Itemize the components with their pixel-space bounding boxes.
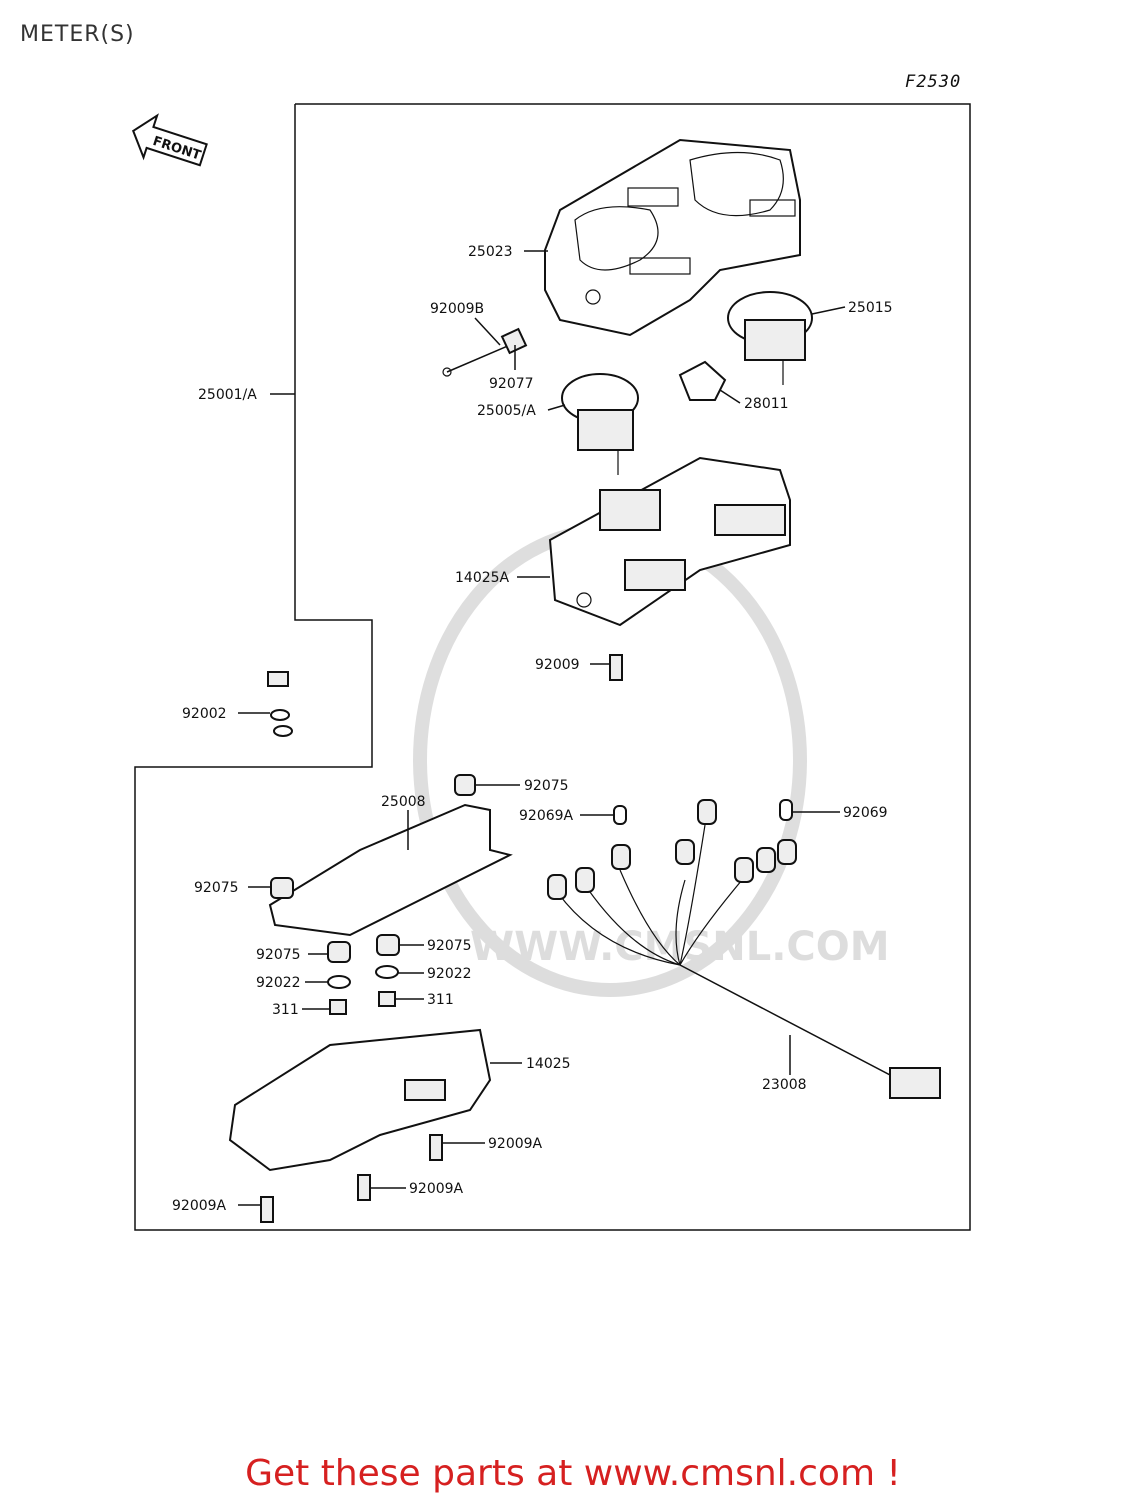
front-arrow-icon: FRONT [131, 113, 208, 167]
lower-screw-parts [260, 1134, 443, 1223]
label-25005A: 25005/A [477, 403, 536, 419]
meter-cover-part [544, 138, 801, 337]
leader-lines [238, 250, 846, 1206]
label-311-right: 311 [427, 992, 454, 1008]
tachometer-part [727, 291, 813, 385]
bracket-part [268, 803, 513, 937]
wiring-harness-part [547, 799, 941, 1099]
diagram-code: F2530 [905, 72, 962, 92]
speedometer-part [561, 373, 639, 475]
lower-cover-part [228, 1028, 492, 1172]
label-92069A: 92069A [519, 808, 574, 824]
label-23008: 23008 [762, 1077, 807, 1093]
grommet-parts [270, 774, 476, 1015]
label-92009B: 92009B [430, 301, 484, 317]
assembly-boundary [134, 103, 971, 1231]
meter-housing-part [548, 456, 791, 627]
label-311-left: 311 [272, 1002, 299, 1018]
label-92009A-3: 92009A [172, 1198, 227, 1214]
label-92022-right: 92022 [427, 966, 472, 982]
label-25001A: 25001/A [198, 387, 257, 403]
page-title: METER(S) [20, 22, 135, 47]
label-92009A-1: 92009A [488, 1136, 543, 1152]
small-screw-part [609, 654, 623, 681]
part-labels: 25023 92009B 25015 92077 25001/A 25005/A… [172, 244, 893, 1214]
bolt-part [267, 671, 293, 737]
label-14025: 14025 [526, 1056, 571, 1072]
label-92009A-2: 92009A [409, 1181, 464, 1197]
label-92009: 92009 [535, 657, 580, 673]
screw-part [442, 327, 528, 377]
label-25008: 25008 [381, 794, 426, 810]
label-25023: 25023 [468, 244, 513, 260]
label-92075-top: 92075 [524, 778, 569, 794]
label-92075-lower: 92075 [256, 947, 301, 963]
label-28011: 28011 [744, 396, 789, 412]
label-92075-right: 92075 [427, 938, 472, 954]
label-92075-left: 92075 [194, 880, 239, 896]
label-92077: 92077 [489, 376, 534, 392]
label-92002: 92002 [182, 706, 227, 722]
label-25015: 25015 [848, 300, 893, 316]
label-92069: 92069 [843, 805, 888, 821]
promo-link[interactable]: Get these parts at www.cmsnl.com ! [245, 1453, 901, 1494]
label-14025A: 14025A [455, 570, 510, 586]
label-92022-left: 92022 [256, 975, 301, 991]
sensor-part [678, 360, 727, 401]
